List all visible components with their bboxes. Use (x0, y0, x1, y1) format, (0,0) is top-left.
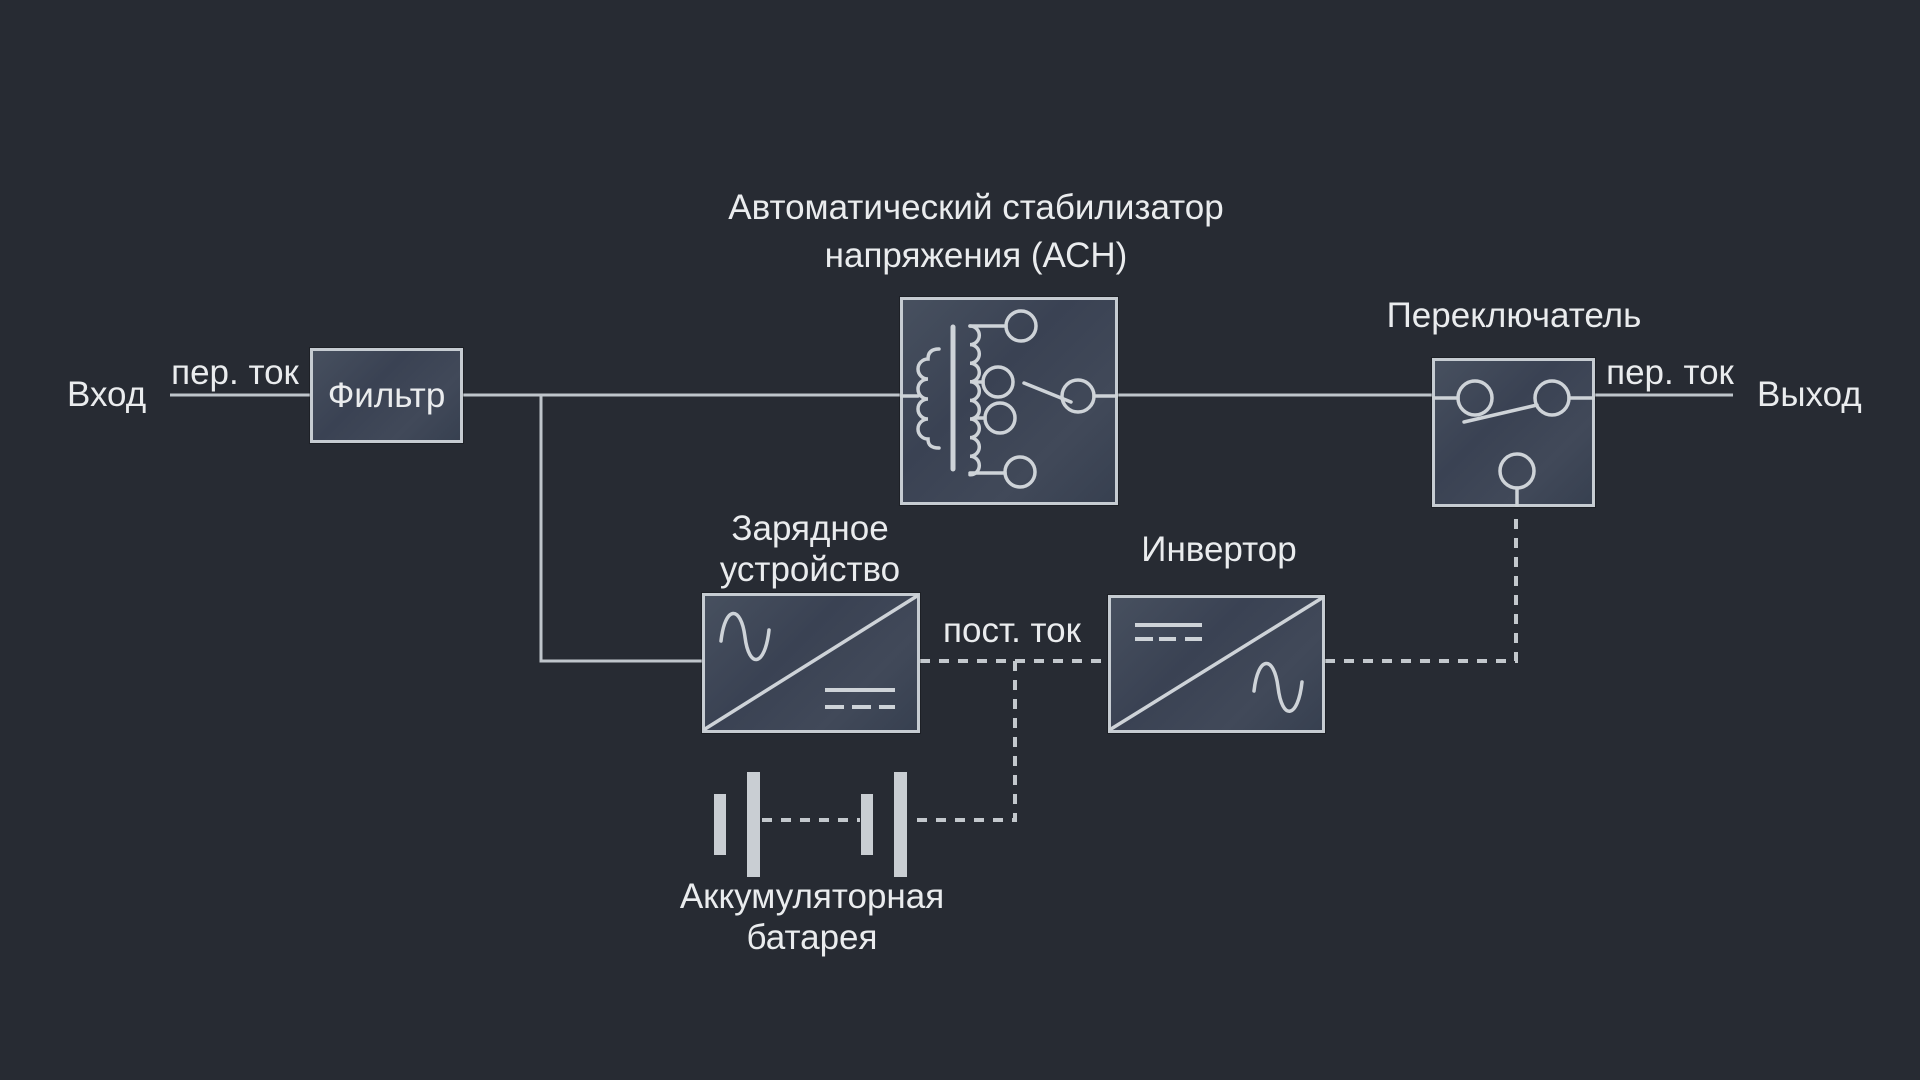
battery-plate-tall-1 (747, 772, 760, 877)
filter-label: Фильтр (327, 375, 446, 415)
battery-cells-icon (714, 772, 907, 877)
stabilizer-title-line2: напряжения (АСН) (824, 236, 1128, 275)
autotransformer-tap-selector-icon (900, 309, 1118, 489)
switch-label: Переключатель (1386, 296, 1642, 335)
inverter-block (1108, 595, 1325, 733)
output-terminal-label: Выход (1757, 375, 1862, 414)
wire-dc-inverter-to-switch (1325, 512, 1518, 663)
stabilizer-title-line1: Автоматический стабилизатор (728, 188, 1224, 227)
ac-to-dc-rectifier-icon (703, 594, 919, 731)
transfer-switch-icon (1432, 379, 1595, 507)
filter-block: Фильтр (310, 348, 463, 443)
battery-plate-tall-2 (894, 772, 907, 877)
battery-label-line2: батарея (746, 918, 878, 957)
battery-plate-short-2 (861, 794, 873, 855)
dc-to-ac-inverter-icon (1109, 596, 1324, 731)
switch-block (1432, 358, 1595, 507)
wire-dc-to-battery (908, 661, 1017, 822)
inverter-label: Инвертор (1141, 530, 1297, 569)
charger-label-line1: Зарядное (731, 509, 889, 548)
battery-plate-short-1 (714, 794, 726, 855)
dc-current-label: пост. ток (943, 611, 1081, 650)
input-terminal-label: Вход (67, 375, 147, 414)
battery-label-line1: Аккумуляторная (679, 877, 945, 916)
wire-branch-to-charger (539, 395, 702, 663)
stabilizer-title: Автоматический стабилизатор напряжения (… (676, 184, 1276, 280)
charger-block (702, 593, 920, 733)
ac-current-label-left: пер. ток (171, 353, 299, 392)
ac-current-label-right: пер. ток (1606, 353, 1734, 392)
charger-label-line2: устройство (719, 550, 901, 589)
battery-label: Аккумуляторная батарея (662, 876, 962, 958)
charger-label: Зарядное устройство (660, 508, 960, 590)
stabilizer-block (900, 297, 1118, 505)
